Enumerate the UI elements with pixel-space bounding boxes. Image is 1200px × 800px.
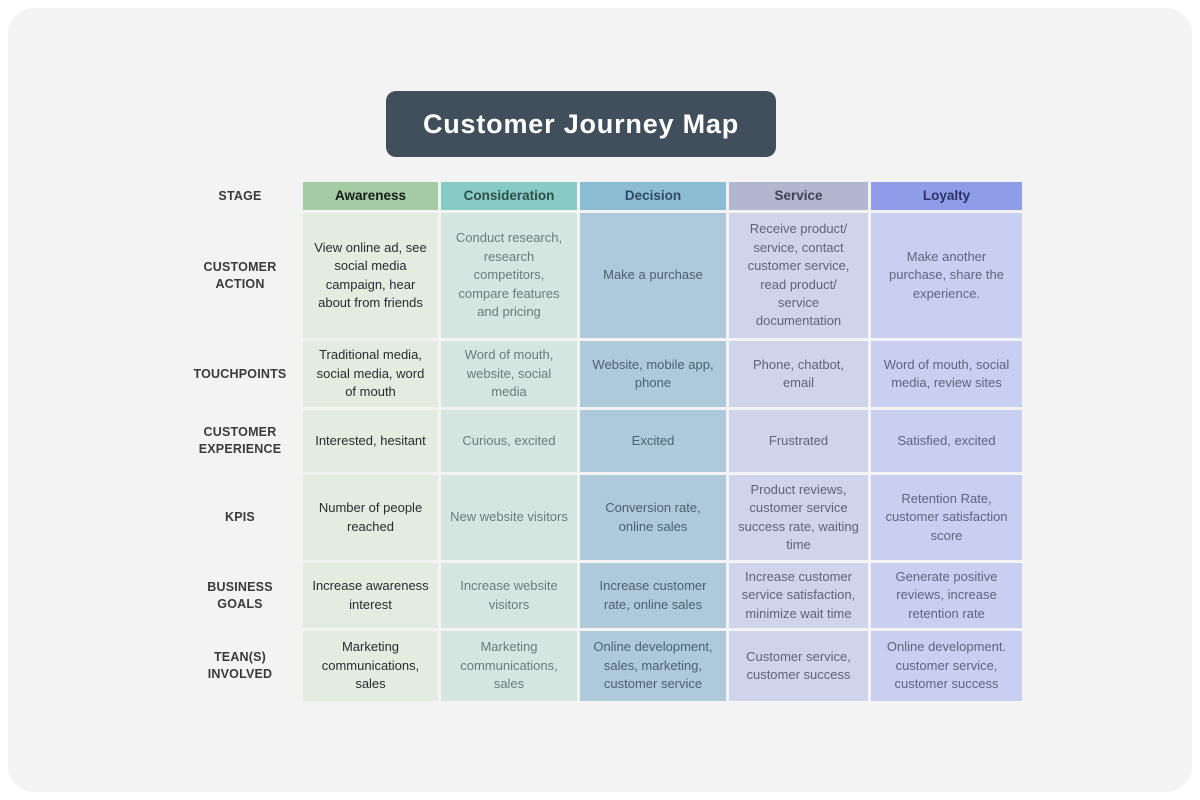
page-title: Customer Journey Map <box>386 91 776 157</box>
cell-teams-involved-consideration: Marketing communications, sales <box>441 631 577 701</box>
cell-touchpoints-service: Phone, chatbot, email <box>729 341 868 407</box>
cell-customer-action-consideration: Conduct research, research competitors, … <box>441 213 577 338</box>
cell-kpis-loyalty: Retention Rate, customer satisfaction sc… <box>871 475 1022 560</box>
row-label-business-goals: BUSINESS GOALS <box>207 579 273 611</box>
cell-teams-involved-service: Customer service, customer success <box>729 631 868 701</box>
cell-customer-action-awareness: View online ad, see social media campaig… <box>303 213 438 338</box>
cell-teams-involved-decision: Online development, sales, marketing, cu… <box>580 631 726 701</box>
row-label-touchpoints: TOUCHPOINTS <box>193 366 287 381</box>
cell-customer-action-decision: Make a purchase <box>580 213 726 338</box>
stage-header-loyalty: Loyalty <box>871 182 1022 210</box>
stage-header-consideration: Consideration <box>441 182 577 210</box>
row-label-kpis: KPIS <box>225 510 255 525</box>
cell-business-goals-consideration: Increase website visitors <box>441 563 577 628</box>
cell-customer-experience-decision: Excited <box>580 410 726 472</box>
cell-kpis-service: Product reviews, customer service succes… <box>729 475 868 560</box>
stage-header-awareness: Awareness <box>303 182 438 210</box>
cell-teams-involved-loyalty: Online development. customer service, cu… <box>871 631 1022 701</box>
cell-customer-action-loyalty: Make another purchase, share the experie… <box>871 213 1022 338</box>
stage-header-service: Service <box>729 182 868 210</box>
cell-touchpoints-decision: Website, mobile app, phone <box>580 341 726 407</box>
journey-map-table: STAGE Awareness Consideration Decision S… <box>180 182 1022 701</box>
cell-kpis-consideration: New website visitors <box>441 475 577 560</box>
cell-business-goals-awareness: Increase awareness interest <box>303 563 438 628</box>
cell-business-goals-service: Increase customer service satisfaction, … <box>729 563 868 628</box>
cell-customer-experience-awareness: Interested, hesitant <box>303 410 438 472</box>
cell-kpis-awareness: Number of people reached <box>303 475 438 560</box>
row-label-customer-action: CUSTOMER ACTION <box>203 259 277 291</box>
cell-customer-experience-consideration: Curious, excited <box>441 410 577 472</box>
row-label-customer-experience: CUSTOMER EXPERIENCE <box>198 425 282 456</box>
cell-business-goals-decision: Increase customer rate, online sales <box>580 563 726 628</box>
cell-customer-experience-loyalty: Satisfied, excited <box>871 410 1022 472</box>
row-label-teams-involved: TEAN(S) INVOLVED <box>207 650 273 681</box>
cell-business-goals-loyalty: Generate positive reviews, increase rete… <box>871 563 1022 628</box>
cell-teams-involved-awareness: Marketing communications, sales <box>303 631 438 701</box>
cell-touchpoints-awareness: Traditional media, social media, word of… <box>303 341 438 407</box>
cell-customer-action-service: Receive product/ service, contact custom… <box>729 213 868 338</box>
cell-customer-experience-service: Frustrated <box>729 410 868 472</box>
cell-touchpoints-loyalty: Word of mouth, social media, review site… <box>871 341 1022 407</box>
corner-label-stage: STAGE <box>218 188 262 203</box>
cell-touchpoints-consideration: Word of mouth, website, social media <box>441 341 577 407</box>
cell-kpis-decision: Conversion rate, online sales <box>580 475 726 560</box>
stage-header-decision: Decision <box>580 182 726 210</box>
